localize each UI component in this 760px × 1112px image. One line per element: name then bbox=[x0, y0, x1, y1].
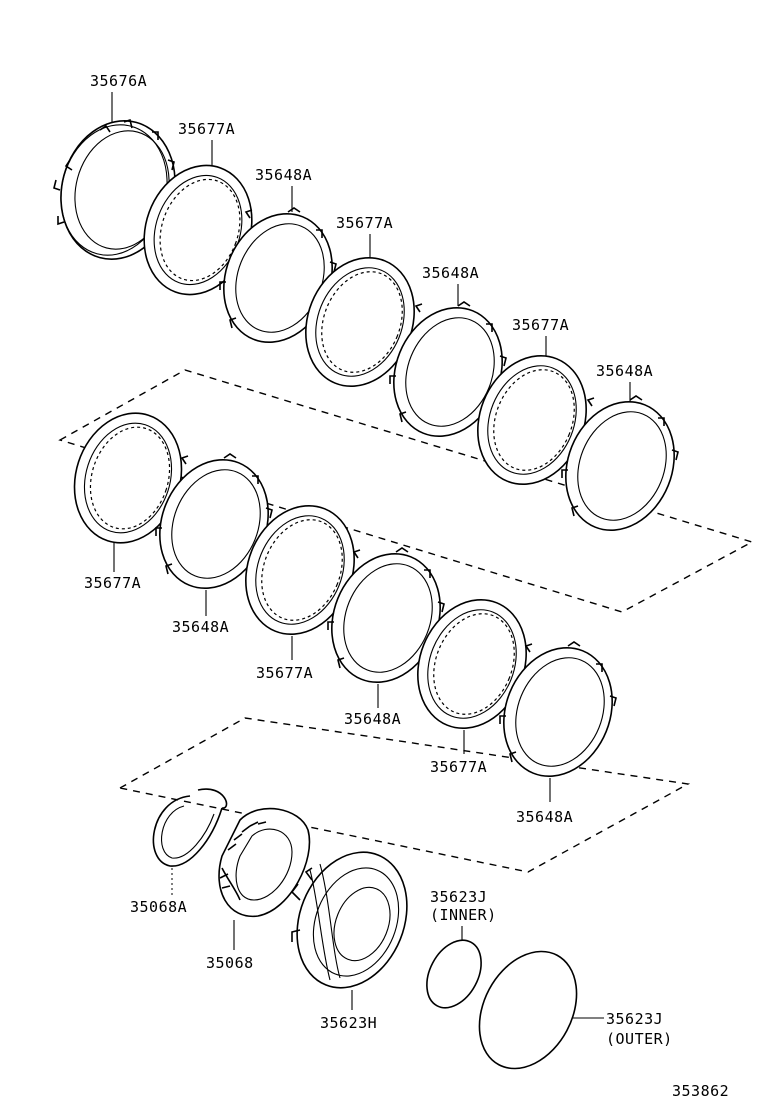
label-35648A-3: 35648A bbox=[596, 362, 653, 402]
label-text: 35648A bbox=[255, 166, 312, 184]
part-35648A-plate-3 bbox=[561, 395, 679, 532]
label-35623J-inner: 35623J (INNER) bbox=[430, 888, 497, 940]
label-35648A-4: 35648A bbox=[172, 590, 229, 636]
label-text: 35648A bbox=[516, 808, 573, 826]
label-35068A: 35068A bbox=[130, 868, 187, 916]
label-text: 35648A bbox=[172, 618, 229, 636]
diagram-id: 353862 bbox=[672, 1082, 729, 1100]
part-35623H-piston bbox=[290, 851, 408, 989]
part-35648A-plate-6 bbox=[499, 641, 617, 778]
label-35677A-2: 35677A bbox=[336, 214, 393, 258]
part-35677A-disc-6 bbox=[417, 598, 527, 730]
label-text: 35068 bbox=[206, 954, 254, 972]
part-35677A-disc-2 bbox=[305, 256, 415, 388]
label-text: 35648A bbox=[596, 362, 653, 380]
part-35648A-plate-5 bbox=[327, 547, 445, 684]
label-35068: 35068 bbox=[206, 920, 254, 972]
part-35068A-snap-ring bbox=[152, 788, 228, 867]
label-35648A-5: 35648A bbox=[344, 684, 401, 728]
label-text: 35623J bbox=[606, 1010, 663, 1028]
label-35677A-5: 35677A bbox=[256, 636, 313, 682]
label-35648A-2: 35648A bbox=[422, 264, 479, 306]
part-35623J-outer-o-ring bbox=[478, 950, 578, 1070]
label-35677A-4: 35677A bbox=[84, 542, 141, 592]
label-text: (INNER) bbox=[430, 906, 497, 924]
label-35676A: 35676A bbox=[90, 72, 147, 122]
label-text: 35676A bbox=[90, 72, 147, 90]
label-text: 35677A bbox=[512, 316, 569, 334]
label-35648A-1: 35648A bbox=[255, 166, 312, 212]
label-35623J-outer: 35623J (OUTER) bbox=[572, 1010, 673, 1048]
label-text: (OUTER) bbox=[606, 1030, 673, 1048]
part-35623J-inner-o-ring bbox=[426, 939, 482, 1009]
label-text: 35648A bbox=[344, 710, 401, 728]
label-text: 35677A bbox=[84, 574, 141, 592]
label-text: 35623J bbox=[430, 888, 487, 906]
part-35068-bearing bbox=[218, 807, 311, 918]
label-text: 35677A bbox=[430, 758, 487, 776]
label-text: 35068A bbox=[130, 898, 187, 916]
label-text: 35623H bbox=[320, 1014, 377, 1032]
label-text: 35677A bbox=[336, 214, 393, 232]
group-outline-lower bbox=[118, 717, 691, 873]
label-35648A-6: 35648A bbox=[516, 778, 573, 826]
label-35623H: 35623H bbox=[320, 990, 377, 1032]
label-text: 35648A bbox=[422, 264, 479, 282]
label-35677A-6: 35677A bbox=[430, 730, 487, 776]
part-35648A-plate-2 bbox=[389, 301, 507, 438]
label-35677A-3: 35677A bbox=[512, 316, 569, 356]
label-text: 35677A bbox=[256, 664, 313, 682]
group-outline-upper bbox=[58, 369, 754, 613]
label-text: 35677A bbox=[178, 120, 235, 138]
label-35677A-1: 35677A bbox=[178, 120, 235, 166]
